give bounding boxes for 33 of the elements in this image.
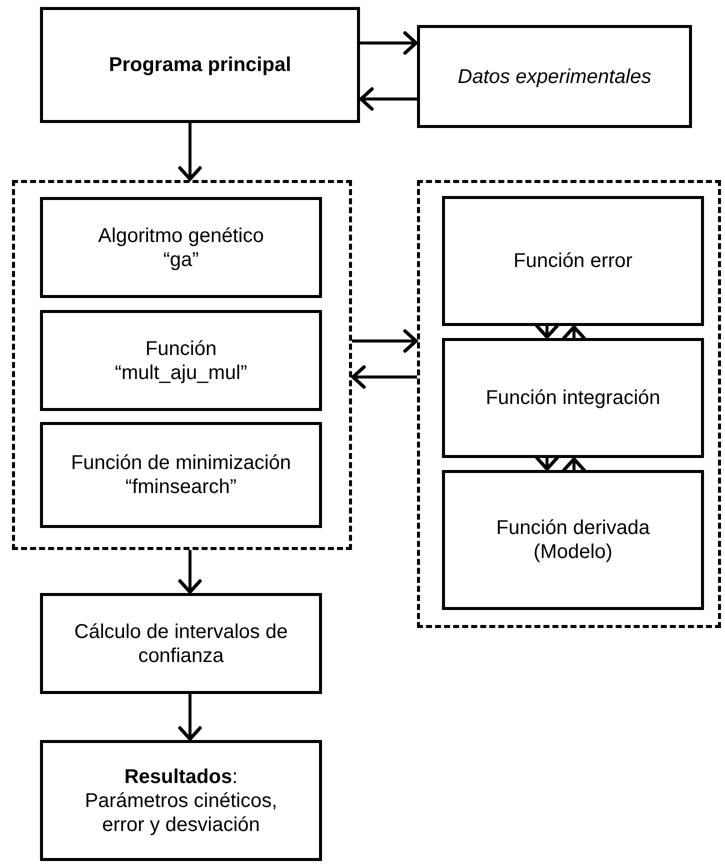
process-box [40,593,322,694]
arrow [352,329,418,353]
process-box [40,310,322,411]
box-label: Resultados: Parámetros cinéticos, error y desviación [84,764,278,836]
arrow [535,456,559,471]
process-box [40,422,322,528]
box-label: Programa principal [108,53,292,77]
process-box [40,197,322,298]
arrow [351,365,417,389]
box-label: Función derivada (Modelo) [495,516,651,564]
box-label: Cálculo de intervalos de confianza [73,620,289,668]
arrow [562,457,586,472]
arrow [359,87,417,111]
box-label: Algoritmo genético “ga” [97,224,265,272]
arrow [178,123,202,181]
arrow [178,550,202,594]
process-box [40,7,360,123]
process-box [442,470,704,610]
arrow [562,325,586,340]
arrow [535,324,559,339]
box-label: Datos experimentales [456,64,652,88]
box-label: Función “mult_aju_mul” [114,336,248,384]
arrow [360,31,418,55]
arrow [178,694,202,741]
box-label: Función error [512,249,634,273]
box-label: Función integración [484,386,662,410]
process-box [442,196,704,326]
dashed-group-frame [12,180,352,550]
process-box [40,740,322,861]
process-box [442,338,704,458]
process-box [417,25,692,128]
dashed-group-frame [417,180,721,628]
box-label: Función de minimización “fminsearch” [70,451,292,499]
